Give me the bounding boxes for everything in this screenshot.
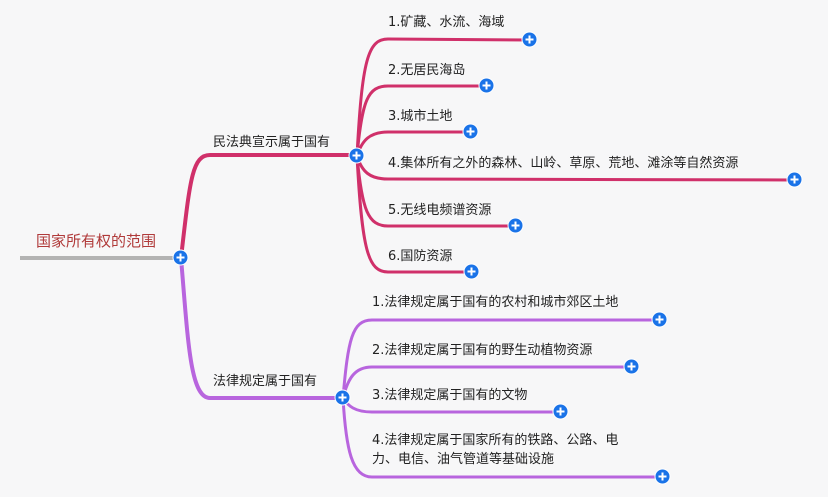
- branch-line-2: [179, 257, 343, 400]
- leaf-topic[interactable]: 4.法律规定属于国家所有的铁路、公路、电: [372, 433, 619, 448]
- leaf-topic[interactable]: 6.国防资源: [388, 249, 453, 264]
- expand-plus-icon[interactable]: [552, 403, 569, 420]
- leaf-line: [355, 130, 471, 157]
- leaf-topic[interactable]: 5.无线电频谱资源: [388, 203, 492, 218]
- expand-plus-icon[interactable]: [786, 171, 803, 188]
- expand-plus-icon[interactable]: [507, 217, 524, 234]
- expand-plus-icon[interactable]: [334, 389, 351, 406]
- expand-plus-icon[interactable]: [651, 311, 668, 328]
- leaf-line: [341, 397, 663, 479]
- leaf-topic[interactable]: 2.无居民海岛: [388, 63, 466, 78]
- expand-plus-icon[interactable]: [478, 77, 495, 94]
- root-topic[interactable]: 国家所有权的范围: [36, 232, 157, 250]
- leaf-topic[interactable]: 1.矿藏、水流、海域: [388, 15, 505, 30]
- expand-plus-icon[interactable]: [462, 123, 479, 140]
- expand-plus-icon[interactable]: [463, 263, 480, 280]
- leaf-topic[interactable]: 4.集体所有之外的森林、山岭、草原、荒地、滩涂等自然资源: [388, 156, 739, 171]
- branch-topic-2[interactable]: 法律规定属于国有: [213, 374, 318, 389]
- leaf-line: [341, 318, 660, 399]
- leaf-topic[interactable]: 3.法律规定属于国有的文物: [372, 388, 528, 403]
- expand-plus-icon[interactable]: [172, 249, 189, 266]
- leaf-topic[interactable]: 3.城市土地: [388, 109, 453, 124]
- branch-line-1: [179, 153, 357, 259]
- leaf-line: [355, 84, 487, 157]
- leaf-topic[interactable]: 2.法律规定属于国有的野生动植物资源: [372, 343, 593, 358]
- expand-plus-icon[interactable]: [623, 358, 640, 375]
- leaf-topic[interactable]: 1.法律规定属于国有的农村和城市郊区土地: [372, 295, 619, 310]
- expand-plus-icon[interactable]: [348, 147, 365, 164]
- expand-plus-icon[interactable]: [521, 31, 538, 48]
- leaf-line: [355, 155, 472, 274]
- expand-plus-icon[interactable]: [654, 468, 671, 485]
- leaf-line: [355, 37, 531, 157]
- leaf-topic-continued[interactable]: 力、电信、油气管道等基础设施: [372, 452, 555, 467]
- branch-topic-1[interactable]: 民法典宣示属于国有: [213, 135, 331, 150]
